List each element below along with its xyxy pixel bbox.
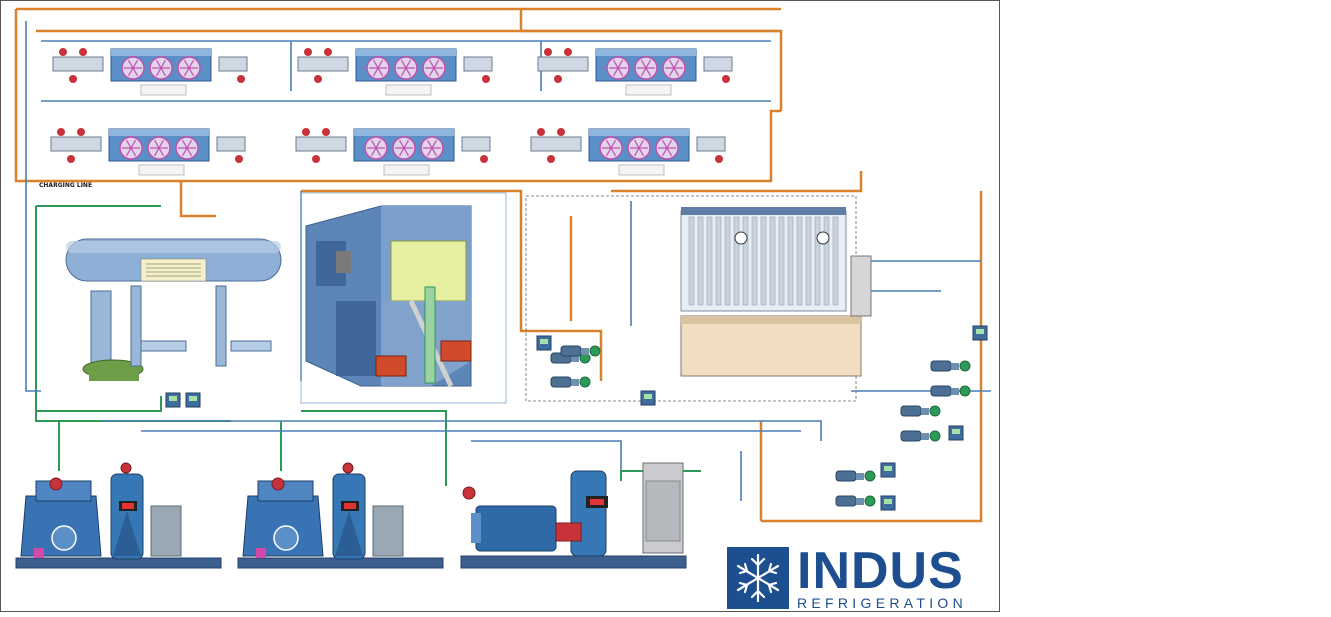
condenser-unit [530,128,726,176]
brand-tagline: REFRIGERATION [797,595,967,611]
valve-icon [322,128,330,136]
condenser-unit [50,128,246,176]
brand-name: INDUS [797,542,964,600]
valve-icon [120,462,132,474]
valve-icon [480,155,488,163]
oil-separator [82,285,272,381]
evaporative-condensers [50,48,733,176]
condenser-unit [295,128,491,176]
valve-icon [715,155,723,163]
pump-icon [835,470,876,482]
valve-icon [69,75,77,83]
pump-icon [835,495,876,507]
valve-icon [57,128,65,136]
valve-icon [49,477,63,491]
valve-icon [237,75,245,83]
pump-icon [930,360,971,372]
falling-film-chiller [680,207,872,377]
hot-gas-lines [14,7,983,523]
pump-icon [550,376,591,388]
panel-icon [948,425,964,441]
suction-lines [25,21,991,501]
pump-sets [550,345,971,507]
valve-icon [554,75,562,83]
valve-icon [271,477,285,491]
snowflake-icon [727,547,789,609]
panel-icon [165,392,181,408]
compressor-unit [15,462,222,569]
valve-icon [722,75,730,83]
valve-icon [537,128,545,136]
panel-icon [640,390,656,406]
ice-builder-tank [305,205,472,388]
valve-icon [302,128,310,136]
valve-icon [235,155,243,163]
pump-icon [900,430,941,442]
panel-icon [185,392,201,408]
valve-icon [59,48,67,56]
schematic-drawing: CHARGING LINE [14,7,991,569]
valve-icon [79,48,87,56]
panel-icon [880,495,896,511]
pump-icon [930,385,971,397]
condenser-unit [52,48,248,96]
valve-icon [314,75,322,83]
panel-icon [972,325,988,341]
refrigeration-schematic: CHARGING LINE INDUS REFRIGERATION [0,0,1000,612]
charging-line-label: CHARGING LINE [39,182,92,189]
screw-compressor [460,462,687,569]
valve-icon [482,75,490,83]
valve-icon [342,462,354,474]
valve-icon [547,155,555,163]
condenser-unit [537,48,733,96]
valve-icon [312,155,320,163]
valve-icon [67,155,75,163]
valve-icon [557,128,565,136]
panel-icon [536,335,552,351]
valve-icon [304,48,312,56]
panel-icon [880,462,896,478]
compressor-sets [15,462,444,569]
condenser-unit [297,48,493,96]
indus-logo: INDUS REFRIGERATION [727,542,999,611]
control-boundary [300,192,507,404]
valve-icon [544,48,552,56]
liquid-receiver [65,238,282,282]
valve-icon [77,128,85,136]
compressor-unit [237,462,444,569]
pump-icon [900,405,941,417]
valve-icon [324,48,332,56]
pump-icon [560,345,601,357]
valve-icon [564,48,572,56]
